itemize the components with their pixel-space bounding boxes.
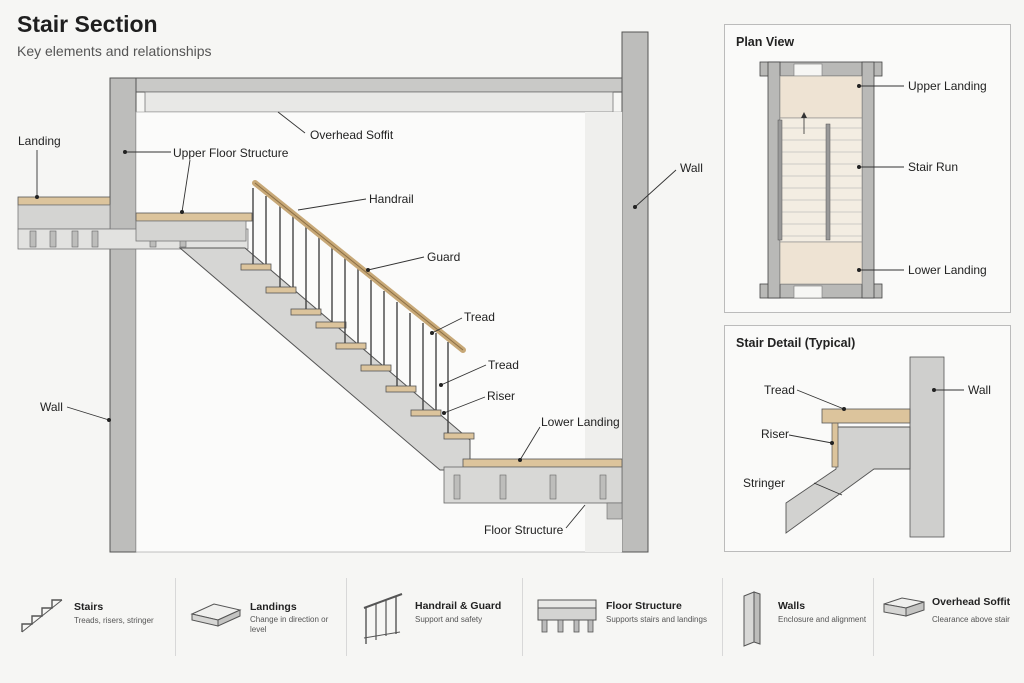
plan-label-lower-landing: Lower Landing [908,263,987,277]
legend-divider [522,578,523,656]
legend-item-handrail-guard: Handrail & Guard Support and safety [360,578,520,648]
detail-label-stringer: Stringer [743,476,785,490]
legend-divider [873,578,874,656]
label-upper-floor-structure: Upper Floor Structure [173,146,289,160]
landing-slab-icon [190,603,242,627]
legend-subtitle: Clearance above stair [932,615,1010,624]
legend-title: Walls [778,600,806,612]
label-tread-1: Tread [464,310,495,324]
stair-treads [240,263,475,440]
stair-detail-title: Stair Detail (Typical) [736,336,855,350]
label-wall-left: Wall [40,400,63,414]
stairs-icon [21,599,63,633]
legend-item-floor-structure: Floor Structure Supports stairs and land… [536,578,716,648]
page-title: Stair Section [17,11,158,37]
plan-view-panel: Plan View Upper Landing Stair Run Lower … [724,24,1011,313]
legend-divider [175,578,176,656]
detail-label-tread: Tread [764,383,795,397]
handrail-guard-icon [363,593,403,644]
plan-stair-run [779,117,863,243]
wall-panel-icon [743,591,761,647]
legend-title: Stairs [74,601,104,613]
legend-title: Handrail & Guard [415,600,502,612]
legend-divider [722,578,723,656]
stair-section-drawing: Landing Upper Floor Structure Overhead S… [17,31,703,553]
lower-landing [462,458,623,468]
legend-subtitle: Enclosure and alignment [778,615,867,624]
label-lower-landing: Lower Landing [541,415,620,429]
legend-item-stairs: Stairs Treads, risers, stringer [18,578,168,648]
legend-subtitle: Change in direction or level [250,615,329,634]
label-guard: Guard [427,250,460,264]
legend: Stairs Treads, risers, stringer Landings… [0,578,1024,658]
stair-stringer [178,247,471,471]
upper-floor-landing [135,212,253,222]
legend-title: Floor Structure [606,600,682,612]
label-tread-2: Tread [488,358,519,372]
plan-view-title: Plan View [736,35,794,49]
label-riser: Riser [487,389,515,403]
label-landing: Landing [18,134,61,148]
legend-divider [346,578,347,656]
legend-item-overhead-soffit: Overhead Soffit Clearance above stair [882,578,1022,648]
label-overhead-soffit: Overhead Soffit [310,128,394,142]
label-handrail: Handrail [369,192,414,206]
legend-title: Landings [250,601,297,613]
legend-subtitle: Support and safety [415,615,483,624]
label-wall-right: Wall [680,161,703,175]
legend-title: Overhead Soffit [932,596,1011,608]
plan-label-stair-run: Stair Run [908,160,958,174]
legend-item-walls: Walls Enclosure and alignment [738,578,868,648]
plan-lower-landing [779,241,863,285]
left-wall [109,77,137,553]
floor-structure-icon [537,599,597,633]
detail-wall [909,356,945,538]
detail-tread [821,408,911,424]
floor-structure [443,466,623,504]
label-floor-structure: Floor Structure [484,523,564,537]
stair-detail-panel: Stair Detail (Typical) Tread Riser Strin… [724,325,1011,552]
upper-landing-slab [17,196,111,206]
overhead-soffit-icon [883,597,925,617]
plan-label-upper-landing: Upper Landing [908,79,987,93]
detail-label-riser: Riser [761,427,789,441]
guard-balusters [252,188,449,433]
overhead-soffit [135,77,623,93]
legend-item-landings: Landings Change in direction or level [188,578,338,648]
plan-upper-landing [779,75,863,119]
right-wall [621,31,649,553]
legend-subtitle: Supports stairs and landings [606,615,707,624]
detail-label-wall: Wall [968,383,991,397]
page-subtitle: Key elements and relationships [17,43,212,59]
legend-subtitle: Treads, risers, stringer [74,616,154,625]
